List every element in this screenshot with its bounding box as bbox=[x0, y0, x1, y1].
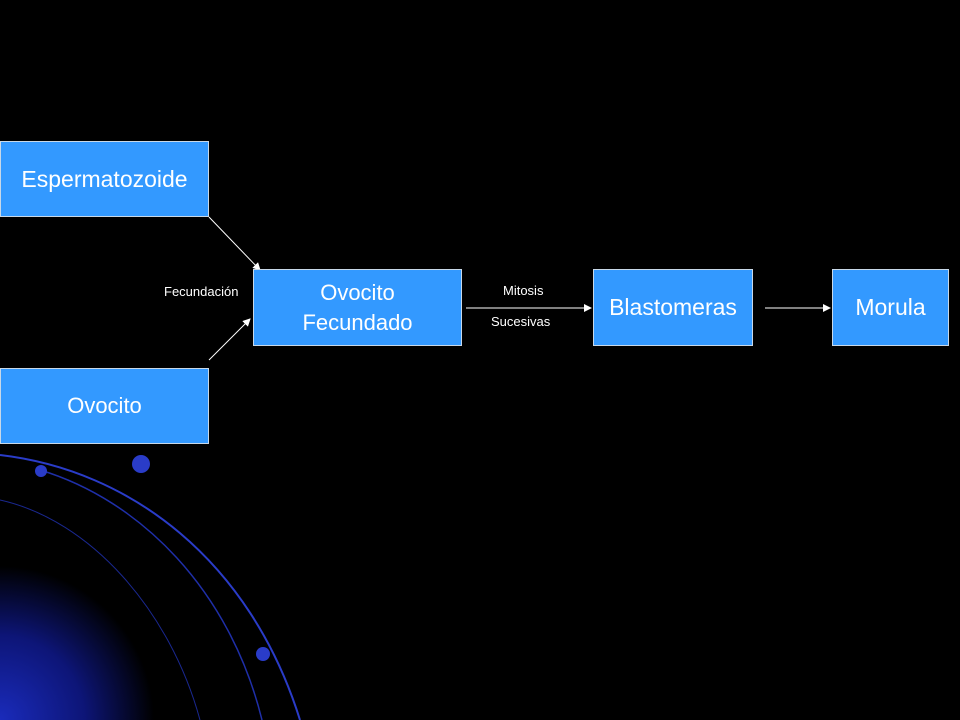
background-glow bbox=[0, 440, 280, 720]
node-ovocito-fecundado-line1: Ovocito bbox=[320, 279, 395, 305]
node-ovocito-fecundado: Ovocito Fecundado bbox=[253, 269, 462, 346]
decor-dot-2 bbox=[132, 455, 150, 473]
node-morula: Morula bbox=[832, 269, 949, 346]
decor-dot-1 bbox=[35, 465, 47, 477]
edge-label-sucesivas: Sucesivas bbox=[491, 314, 551, 329]
decor-arc-2 bbox=[39, 469, 263, 720]
edge-label-mitosis: Mitosis bbox=[503, 283, 544, 298]
node-ovocito-label: Ovocito bbox=[67, 393, 142, 418]
node-espermatozoide: Espermatozoide bbox=[0, 141, 209, 217]
edge-label-fecundacion: Fecundación bbox=[164, 284, 239, 299]
node-ovocito: Ovocito bbox=[0, 368, 209, 444]
decor-arc-3 bbox=[0, 499, 201, 720]
node-espermatozoide-label: Espermatozoide bbox=[21, 165, 188, 192]
node-blastomeras: Blastomeras bbox=[593, 269, 753, 346]
decor-dot-3 bbox=[256, 647, 270, 661]
decor-arc-1 bbox=[0, 454, 301, 720]
node-morula-label: Morula bbox=[855, 294, 926, 320]
node-ovocito-fecundado-line2: Fecundado bbox=[302, 309, 413, 335]
node-blastomeras-label: Blastomeras bbox=[609, 294, 737, 320]
